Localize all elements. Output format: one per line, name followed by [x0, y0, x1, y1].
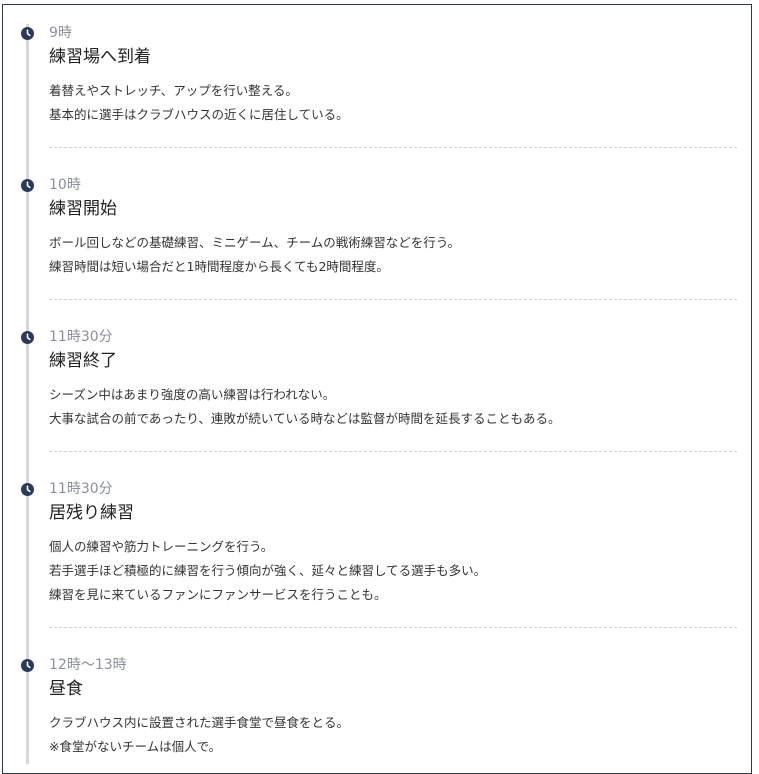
description-line: 練習を見に来ているファンにファンサービスを行うことも。 — [49, 587, 387, 602]
entry-divider — [49, 627, 737, 628]
entry-title: 居残り練習 — [49, 503, 134, 523]
description-line: クラブハウス内に設置された選手食堂で昼食をとる。 — [49, 715, 350, 730]
description-line: ボール回しなどの基礎練習、ミニゲーム、チームの戦術練習などを行う。 — [49, 235, 461, 250]
clock-icon — [21, 27, 34, 40]
entry-time: 12時〜13時 — [49, 657, 127, 673]
entry-description: シーズン中はあまり強度の高い練習は行われない。 大事な試合の前であったり、連敗が… — [49, 383, 561, 431]
entry-title: 昼食 — [49, 679, 83, 699]
entry-time: 10時 — [49, 177, 81, 193]
entry-title: 練習終了 — [49, 351, 117, 371]
entry-time: 9時 — [49, 25, 72, 41]
clock-icon — [21, 483, 34, 496]
content-frame — [2, 4, 752, 774]
clock-icon — [21, 331, 34, 344]
entry-divider — [49, 147, 737, 148]
description-line: 大事な試合の前であったり、連敗が続いている時などは監督が時間を延長することもある… — [49, 411, 561, 426]
description-line: 若手選手ほど積極的に練習を行う傾向が強く、延々と練習してる選手も多い。 — [49, 563, 487, 578]
timeline-rail — [26, 24, 29, 764]
entry-divider — [49, 299, 737, 300]
description-line: 基本的に選手はクラブハウスの近くに居住している。 — [49, 107, 349, 122]
entry-time: 11時30分 — [49, 329, 113, 345]
clock-icon — [21, 659, 34, 672]
entry-time: 11時30分 — [49, 481, 113, 497]
entry-description: クラブハウス内に設置された選手食堂で昼食をとる。 ※食堂がないチームは個人で。 — [49, 711, 349, 759]
entry-description: 着替えやストレッチ、アップを行い整える。 基本的に選手はクラブハウスの近くに居住… — [49, 79, 349, 127]
entry-description: 個人の練習や筋力トレーニングを行う。 若手選手ほど積極的に練習を行う傾向が強く、… — [49, 535, 486, 607]
description-line: ※食堂がないチームは個人で。 — [49, 739, 222, 754]
description-line: 練習時間は短い場合だと1時間程度から長くても2時間程度。 — [49, 259, 389, 274]
entry-title: 練習開始 — [49, 199, 117, 219]
entry-divider — [49, 451, 737, 452]
description-line: シーズン中はあまり強度の高い練習は行われない。 — [49, 387, 336, 402]
description-line: 個人の練習や筋力トレーニングを行う。 — [49, 539, 274, 554]
entry-title: 練習場へ到着 — [49, 47, 151, 67]
clock-icon — [21, 179, 34, 192]
description-line: 着替えやストレッチ、アップを行い整える。 — [49, 83, 298, 98]
entry-description: ボール回しなどの基礎練習、ミニゲーム、チームの戦術練習などを行う。 練習時間は短… — [49, 231, 460, 279]
